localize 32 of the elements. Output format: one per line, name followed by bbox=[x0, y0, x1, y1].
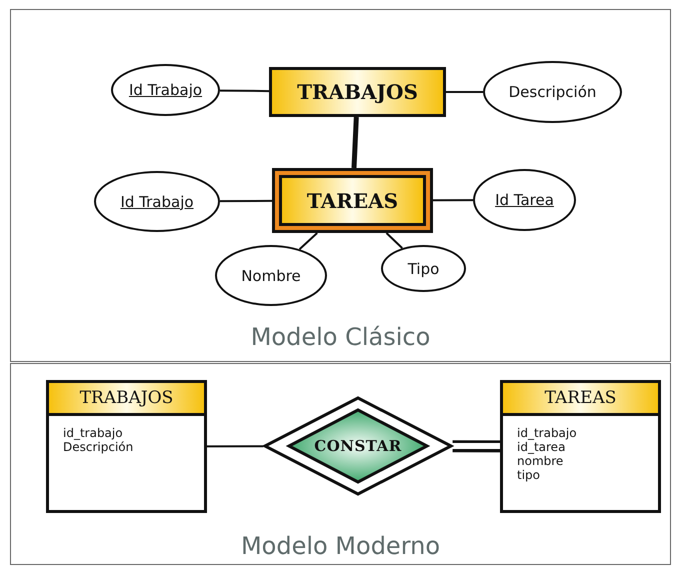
field-name: id_trabajo bbox=[517, 426, 578, 440]
connector-line bbox=[220, 90, 270, 92]
field-name: id_tarea bbox=[517, 440, 566, 454]
field-name: tipo bbox=[517, 468, 541, 482]
table-header: TAREAS bbox=[503, 383, 658, 416]
model-panel bbox=[10, 363, 671, 565]
field-name: nombre bbox=[517, 454, 564, 468]
key-attribute-ellipse: Id Trabajo bbox=[94, 171, 220, 232]
connector-line bbox=[386, 232, 403, 249]
entity-table bbox=[46, 380, 207, 513]
entity-box: TRABAJOS bbox=[269, 67, 446, 117]
double-connector-line bbox=[452, 440, 502, 452]
entity-table bbox=[500, 380, 661, 513]
attribute-ellipse: Descripción bbox=[483, 61, 622, 123]
model-panel bbox=[10, 9, 671, 362]
panel-title: Modelo Moderno bbox=[240, 532, 442, 560]
field-name: Descripción bbox=[63, 440, 134, 454]
attribute-ellipse: Nombre bbox=[215, 245, 327, 306]
connector-line bbox=[433, 199, 473, 202]
table-header: TRABAJOS bbox=[49, 383, 204, 416]
attribute-ellipse: Tipo bbox=[381, 245, 466, 292]
panel-title: Modelo Clásico bbox=[250, 323, 432, 351]
connector-line bbox=[446, 91, 483, 93]
connector-line bbox=[207, 445, 264, 448]
connector-line bbox=[220, 200, 272, 202]
key-attribute-ellipse: Id Tarea bbox=[473, 169, 576, 231]
connector-line bbox=[298, 232, 318, 250]
key-attribute-ellipse: Id Trabajo bbox=[111, 64, 220, 116]
relationship-diamond: CONSTAR bbox=[263, 396, 453, 496]
weak-entity-box: TAREAS bbox=[272, 168, 433, 233]
connector-line bbox=[352, 116, 359, 168]
field-name: id_trabajo bbox=[63, 426, 124, 440]
